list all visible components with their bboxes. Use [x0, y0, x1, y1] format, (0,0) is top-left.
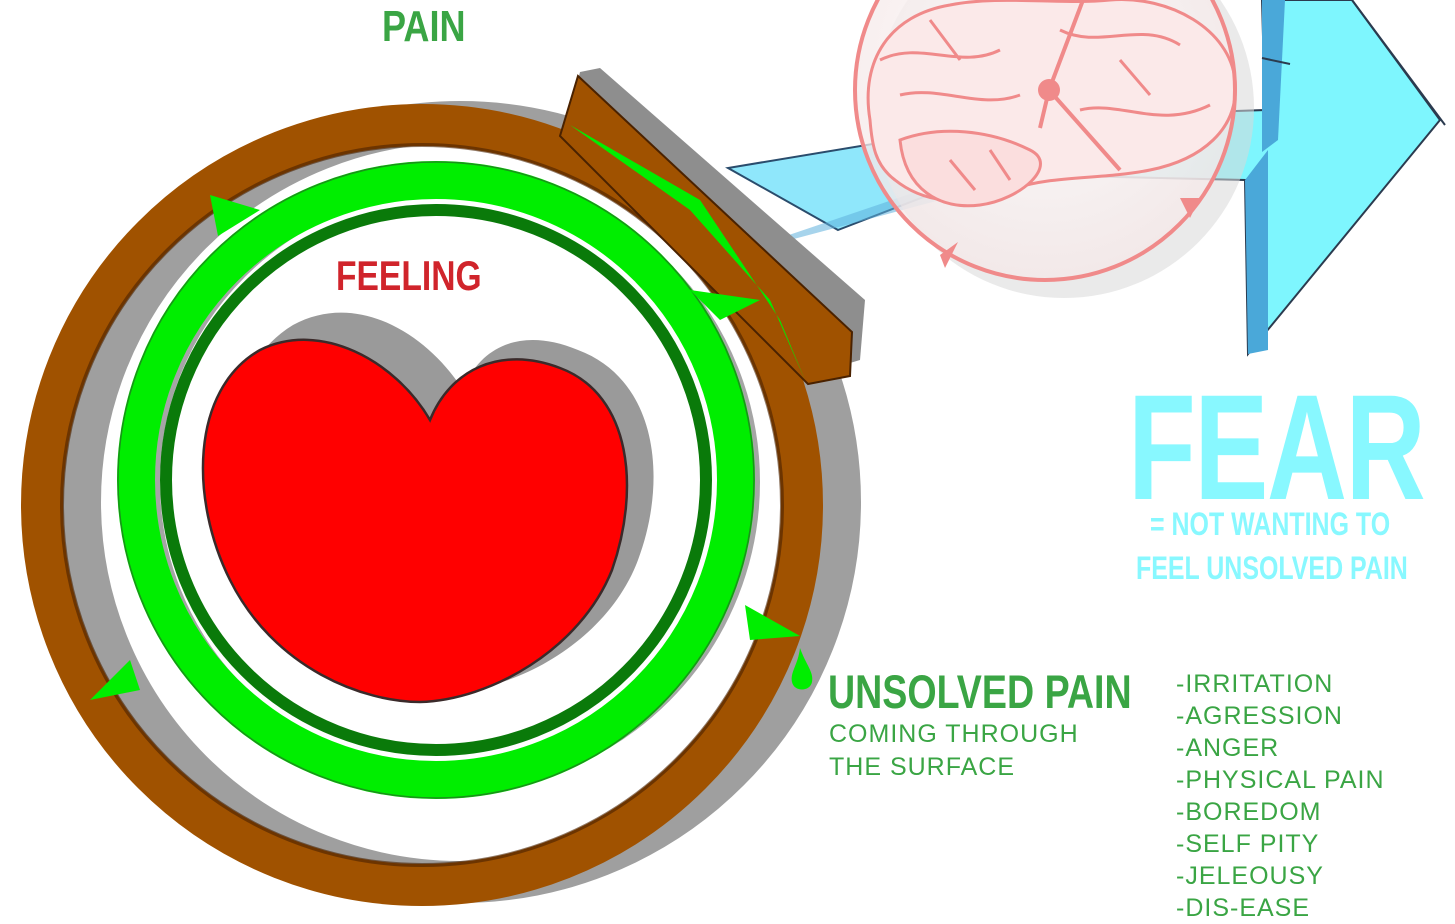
list-item: -IRRITATION	[1176, 668, 1385, 700]
list-item: -SELF PITY	[1176, 828, 1385, 860]
unsolved-sub-line1: COMING THROUGH	[829, 718, 1079, 751]
fear-title: FEAR	[1128, 372, 1424, 522]
fear-definition-line2: FEEL UNSOLVED PAIN	[1136, 550, 1408, 587]
list-item: -ANGER	[1176, 732, 1385, 764]
list-item: -AGRESSION	[1176, 700, 1385, 732]
list-item: -BOREDOM	[1176, 796, 1385, 828]
list-item: -JELEOUSY	[1176, 860, 1385, 892]
unsolved-sub-line2: THE SURFACE	[829, 751, 1079, 784]
list-item: -DIS-EASE	[1176, 892, 1385, 924]
fear-definition-line1: = NOT WANTING TO	[1150, 506, 1390, 543]
pain-title: PAIN	[382, 2, 466, 52]
brain-icon	[855, 0, 1254, 298]
symptom-list: -IRRITATION -AGRESSION -ANGER -PHYSICAL …	[1176, 668, 1385, 924]
feeling-title: FEELING	[336, 252, 482, 300]
unsolved-pain-title: UNSOLVED PAIN	[828, 664, 1132, 719]
unsolved-pain-subtitle: COMING THROUGH THE SURFACE	[829, 718, 1079, 784]
list-item: -PHYSICAL PAIN	[1176, 764, 1385, 796]
